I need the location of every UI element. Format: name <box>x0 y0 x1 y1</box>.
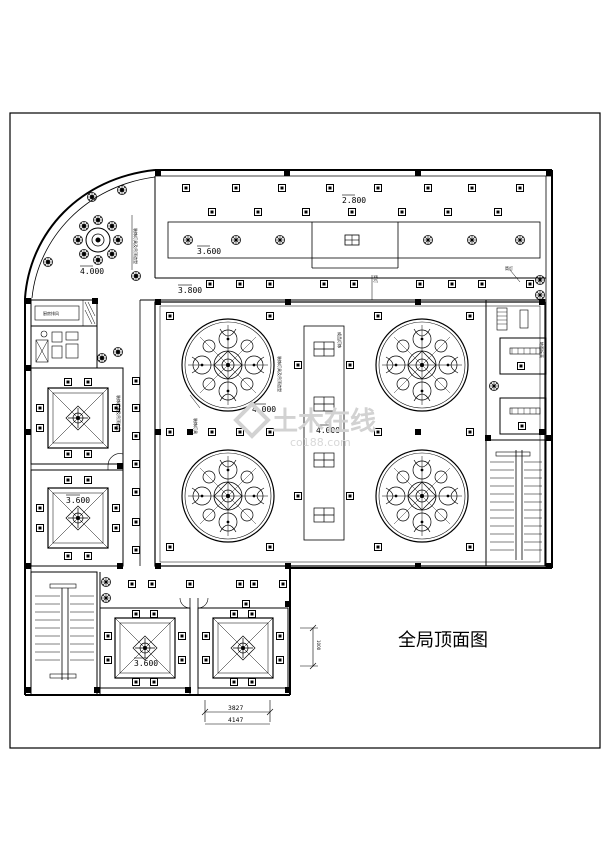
svg-text:成品灯饰: 成品灯饰 <box>337 332 343 348</box>
watermark: 土木在线 co188.com <box>233 401 376 449</box>
svg-text:厨房排风: 厨房排风 <box>43 310 59 316</box>
dim-outer-label: 4147 <box>228 717 243 724</box>
watermark-subtext: co188.com <box>290 436 351 449</box>
left-room-1: 装饰灯具及吊顶造型 <box>30 367 124 465</box>
side-dimension-label: 1000 <box>316 640 321 651</box>
elevation-bottom-room-1: 3.600 <box>134 659 158 668</box>
svg-text:筒灯: 筒灯 <box>373 275 379 283</box>
right-stair <box>490 461 542 551</box>
elevation-top-band: 2.800 <box>342 196 366 205</box>
svg-text:筒灯: 筒灯 <box>505 265 513 271</box>
dim-inner-label: 3827 <box>228 705 243 712</box>
svg-text:地面标高: 地面标高 <box>539 342 545 358</box>
elevation-corner: 4.000 <box>80 267 104 276</box>
watermark-text: 土木在线 <box>272 407 376 437</box>
elevation-hall-center: 4.000 <box>316 426 340 435</box>
right-rooms <box>485 300 547 567</box>
bottom-dimensions <box>201 700 274 725</box>
drawing-title: 全局顶面图 <box>398 630 488 651</box>
drawing-border <box>9 112 601 749</box>
mid-strip <box>122 300 141 566</box>
bottom-room-1: 3.600 <box>99 607 191 689</box>
corridor: 3.800 筒灯 筒灯 <box>140 265 546 301</box>
elevation-corridor: 3.800 <box>178 286 202 295</box>
bottom-left-stair <box>30 571 98 696</box>
left-service-rooms: 厨房排风 <box>30 299 123 369</box>
svg-text:装饰灯具及吊顶造型: 装饰灯具及吊顶造型 <box>133 228 139 264</box>
bottom-room-2 <box>197 607 289 689</box>
svg-text:装饰灯具及吊顶造型: 装饰灯具及吊顶造型 <box>277 356 283 392</box>
side-dimension <box>300 624 318 670</box>
elevation-left-room-2: 3.600 <box>66 496 90 505</box>
corner-chandelier <box>43 185 141 281</box>
svg-text:4.000: 4.000 <box>252 405 276 414</box>
svg-text:装饰灯具及吊顶造型: 装饰灯具及吊顶造型 <box>116 395 122 431</box>
left-room-2: 3.600 <box>30 469 124 567</box>
elevation-top-inner: 3.600 <box>197 247 221 256</box>
top-band: 2.800 3.600 <box>154 170 552 279</box>
svg-text:装饰灯具: 装饰灯具 <box>193 418 199 434</box>
